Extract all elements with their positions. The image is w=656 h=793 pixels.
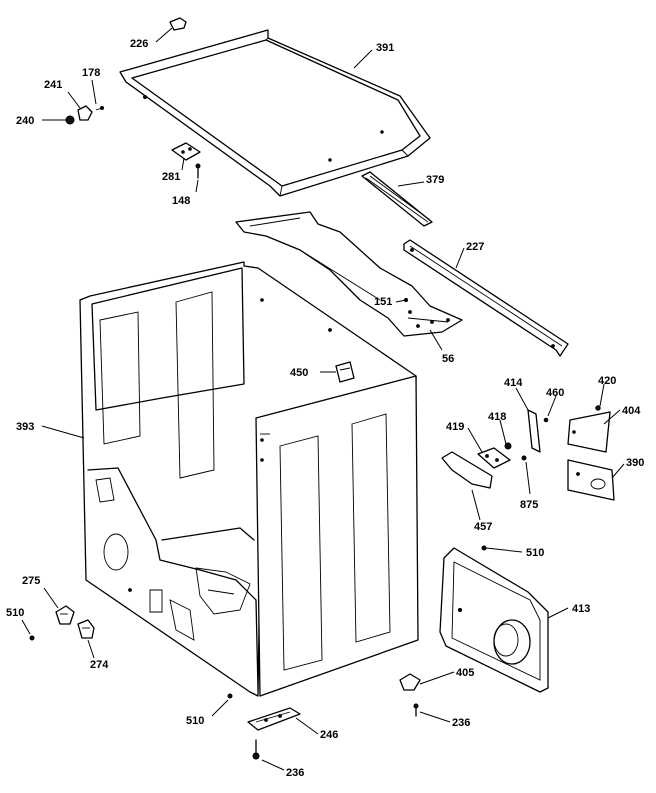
label-405: 405 bbox=[456, 667, 474, 679]
parts-275-274 bbox=[29, 605, 95, 641]
label-419: 419 bbox=[446, 421, 464, 433]
label-56: 56 bbox=[442, 353, 454, 365]
label-414: 414 bbox=[504, 377, 523, 389]
label-404: 404 bbox=[622, 405, 641, 417]
label-227: 227 bbox=[466, 241, 484, 253]
label-418: 418 bbox=[488, 411, 506, 423]
main-cabinet-393 bbox=[79, 261, 419, 697]
label-510-left: 510 bbox=[6, 607, 24, 619]
label-274: 274 bbox=[90, 659, 109, 671]
rail-227 bbox=[403, 239, 569, 357]
label-148: 148 bbox=[172, 195, 190, 207]
label-390: 390 bbox=[626, 457, 644, 469]
label-178: 178 bbox=[82, 67, 100, 79]
label-457: 457 bbox=[474, 521, 492, 533]
label-240: 240 bbox=[16, 115, 34, 127]
label-450: 450 bbox=[290, 367, 308, 379]
top-left-fasteners bbox=[65, 105, 104, 125]
label-391: 391 bbox=[376, 42, 394, 54]
label-393: 393 bbox=[16, 421, 34, 433]
leader-lines bbox=[21, 27, 625, 771]
part-226-top-cap bbox=[169, 17, 187, 31]
label-413: 413 bbox=[572, 603, 590, 615]
cover-390 bbox=[567, 459, 615, 501]
label-281: 281 bbox=[162, 171, 180, 183]
part-379-bar bbox=[361, 171, 433, 227]
label-236-right: 236 bbox=[452, 717, 470, 729]
top-panel bbox=[119, 29, 431, 197]
label-510-right: 510 bbox=[526, 547, 544, 559]
label-875: 875 bbox=[520, 499, 538, 511]
control-bracket-457 bbox=[441, 409, 549, 489]
part-281-bracket bbox=[171, 142, 201, 179]
label-275: 275 bbox=[22, 575, 40, 587]
label-236-bottom: 236 bbox=[286, 767, 304, 779]
label-241: 241 bbox=[44, 79, 62, 91]
label-151: 151 bbox=[374, 296, 392, 308]
label-246: 246 bbox=[320, 729, 338, 741]
part-450-clip bbox=[335, 361, 355, 383]
plate-404 bbox=[567, 405, 611, 453]
label-420: 420 bbox=[598, 375, 616, 387]
label-226: 226 bbox=[130, 38, 148, 50]
label-379: 379 bbox=[426, 174, 444, 186]
front-support-56 bbox=[235, 211, 463, 337]
part-labels: 226 391 178 241 240 281 148 379 227 151 … bbox=[6, 38, 644, 779]
bottom-hardware bbox=[227, 545, 487, 760]
front-panel-413 bbox=[439, 547, 549, 693]
label-460: 460 bbox=[546, 387, 564, 399]
label-510-bottom: 510 bbox=[186, 715, 204, 727]
